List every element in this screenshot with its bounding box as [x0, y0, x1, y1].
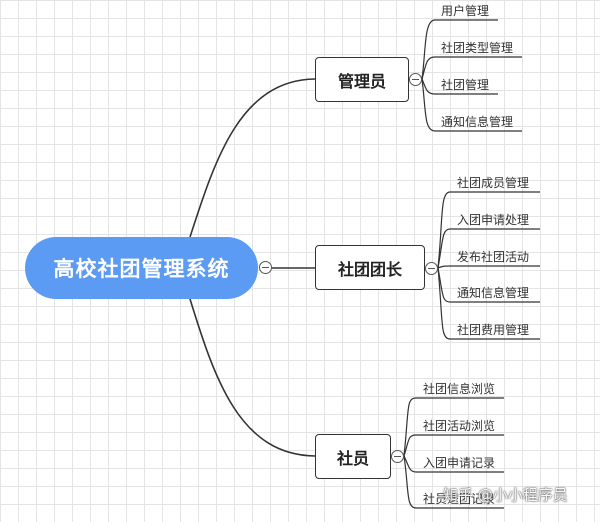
leaf-node[interactable]: 社团管理 — [441, 78, 490, 92]
branch-node-leader[interactable]: 社团团长 — [315, 245, 425, 290]
leaf-node[interactable]: 社团信息浏览 — [423, 382, 496, 396]
branch-node-member[interactable]: 社员 — [315, 434, 391, 479]
leaf-node[interactable]: 发布社团活动 — [457, 250, 530, 264]
leaf-node[interactable]: 社团活动浏览 — [423, 419, 496, 433]
watermark: 知乎 @小小程序员 — [443, 486, 568, 504]
root-to-admin-line — [189, 78, 316, 238]
branch-label: 管理员 — [337, 71, 386, 91]
leaf-node[interactable]: 社团费用管理 — [457, 323, 530, 337]
leaf-node[interactable]: 社员退团记录 — [423, 492, 496, 506]
leaf-node[interactable]: 入团申请处理 — [457, 213, 530, 227]
member-leaf-lines — [403, 397, 504, 509]
leaf-node[interactable]: 通知信息管理 — [441, 115, 514, 129]
leaf-node[interactable]: 社团类型管理 — [441, 41, 514, 55]
member-collapse-icon[interactable] — [391, 450, 404, 463]
root-to-member-line — [189, 298, 316, 457]
leaf-node[interactable]: 通知信息管理 — [457, 286, 530, 300]
leaf-node[interactable]: 入团申请记录 — [423, 456, 496, 470]
leader-leaf-lines — [437, 191, 540, 340]
admin-collapse-icon[interactable] — [409, 73, 422, 86]
branch-label: 社员 — [336, 448, 369, 468]
root-collapse-icon[interactable] — [259, 261, 272, 274]
leader-collapse-icon[interactable] — [425, 262, 438, 275]
branch-node-admin[interactable]: 管理员 — [315, 57, 409, 102]
root-label: 高校社团管理系统 — [53, 257, 230, 281]
leaf-node[interactable]: 用户管理 — [441, 4, 490, 18]
root-node[interactable]: 高校社团管理系统 — [25, 237, 258, 299]
branch-label: 社团团长 — [337, 259, 402, 279]
admin-leaf-lines — [421, 19, 522, 132]
leaf-node[interactable]: 社团成员管理 — [457, 176, 530, 190]
